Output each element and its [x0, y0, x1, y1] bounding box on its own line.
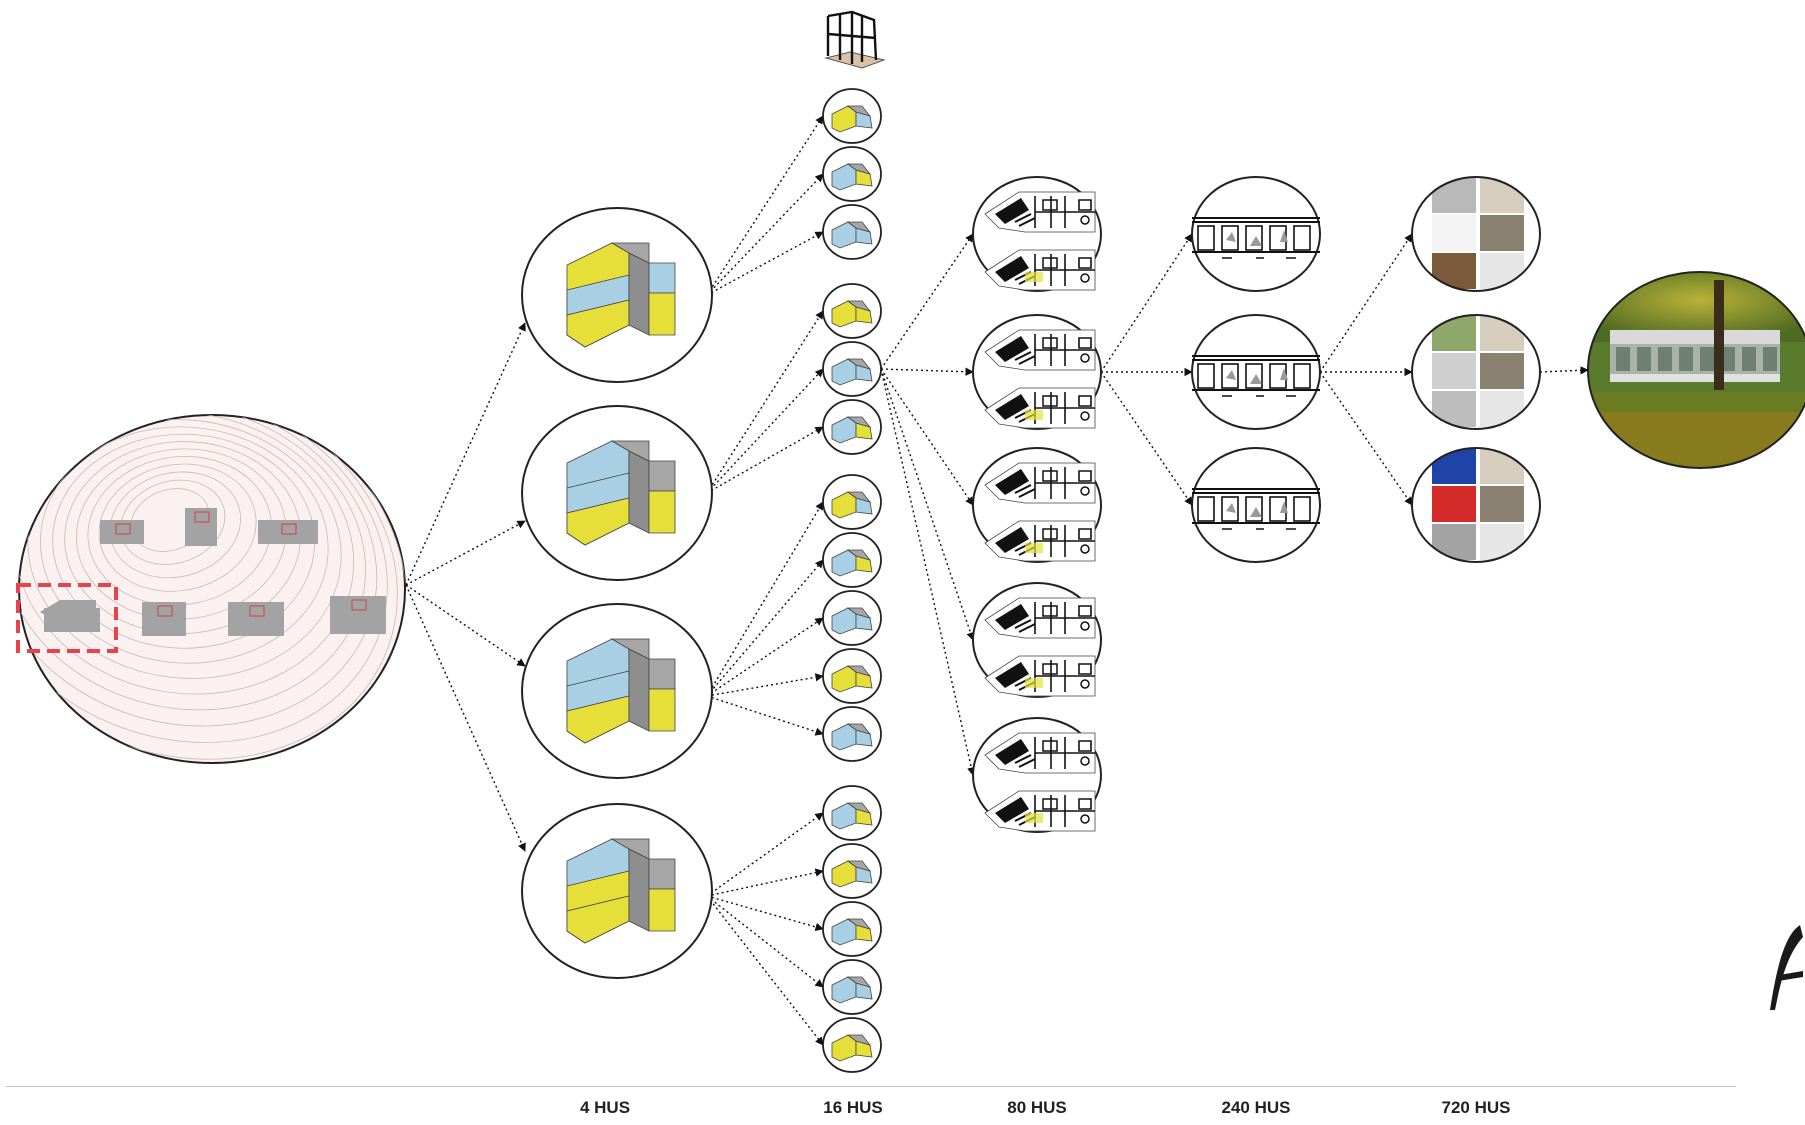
arrow-layer — [405, 115, 1589, 1046]
flow-arrow — [706, 895, 824, 1046]
stage-label-80: 80 HUS — [1007, 1098, 1067, 1117]
volume-variant-icon — [822, 146, 882, 202]
facade-elevation-icon — [1191, 176, 1321, 292]
flow-arrow — [706, 368, 824, 494]
house-footprint-icon — [330, 596, 386, 634]
volume-variant-icon — [822, 843, 882, 899]
building-volume-icon — [521, 803, 713, 979]
node-layer — [16, 10, 1805, 1073]
material-swatch-icon — [1411, 176, 1541, 292]
flow-arrow — [706, 812, 824, 897]
volume-variant-icon — [822, 204, 882, 260]
house-footprint-icon — [142, 602, 186, 636]
selected-house-highlight — [16, 583, 118, 653]
building-volume-icon — [521, 207, 713, 383]
flow-arrow — [706, 231, 824, 296]
site-plan-icon — [16, 414, 406, 764]
flow-arrow — [706, 559, 824, 697]
facade-elevation-icon — [1191, 447, 1321, 563]
volume-variant-icon — [822, 590, 882, 646]
flow-arrow — [880, 368, 976, 776]
flow-arrow — [880, 233, 974, 370]
floor-plan-icon — [972, 582, 1102, 698]
flow-arrow — [405, 322, 526, 586]
final-house-photo — [1587, 271, 1805, 469]
stage-label-16: 16 HUS — [823, 1098, 883, 1117]
floor-plan-icon — [972, 314, 1102, 430]
flow-arrow — [880, 368, 975, 641]
flow-arrow — [706, 310, 824, 494]
volume-variant-icon — [822, 785, 882, 841]
material-swatch-icon — [1411, 447, 1541, 563]
flow-arrow — [706, 895, 824, 931]
floor-plan-icon — [972, 176, 1102, 292]
logo-fragment — [1770, 925, 1803, 1010]
volume-variant-icon — [822, 959, 882, 1015]
flow-arrow — [706, 673, 824, 697]
flow-arrow — [706, 173, 824, 296]
flow-arrow — [880, 367, 974, 376]
volume-variant-icon — [822, 1017, 882, 1073]
stage-label-720: 720 HUS — [1441, 1098, 1511, 1117]
flow-arrow — [706, 501, 824, 697]
flow-arrow — [706, 426, 824, 494]
volume-variant-icon — [822, 341, 882, 397]
flow-arrow — [405, 584, 526, 852]
volume-variant-icon — [822, 901, 882, 957]
flow-arrow — [706, 695, 824, 736]
volume-variant-icon — [822, 532, 882, 588]
flow-arrow — [706, 895, 824, 988]
stage-label-4: 4 HUS — [579, 1098, 631, 1117]
stage-label-240: 240 HUS — [1221, 1098, 1291, 1117]
building-volume-icon — [521, 405, 713, 581]
volume-variant-icon — [822, 283, 882, 339]
axis-baseline — [6, 1086, 1736, 1087]
volume-variant-icon — [822, 648, 882, 704]
volume-variant-icon — [822, 88, 882, 144]
floor-plan-icon — [972, 717, 1102, 833]
volume-variant-icon — [822, 474, 882, 530]
flow-arrow — [1100, 371, 1193, 506]
flow-arrow — [880, 368, 974, 506]
flow-arrow — [405, 520, 526, 586]
material-swatch-icon — [1411, 314, 1541, 430]
flow-arrow — [1319, 233, 1413, 373]
flow-arrow — [706, 115, 824, 296]
structure-frame-icon — [824, 10, 886, 69]
volume-variant-icon — [822, 706, 882, 762]
building-volume-icon — [521, 603, 713, 779]
flow-arrow — [1539, 366, 1589, 375]
flow-arrow — [1319, 371, 1413, 506]
flow-arrow — [1100, 233, 1193, 373]
house-footprint-icon — [185, 508, 217, 546]
volume-variant-icon — [822, 399, 882, 455]
facade-elevation-icon — [1191, 314, 1321, 430]
flow-arrow — [706, 617, 824, 697]
flow-arrow — [405, 584, 526, 667]
floor-plan-icon — [972, 447, 1102, 563]
house-footprint-icon — [228, 602, 284, 636]
